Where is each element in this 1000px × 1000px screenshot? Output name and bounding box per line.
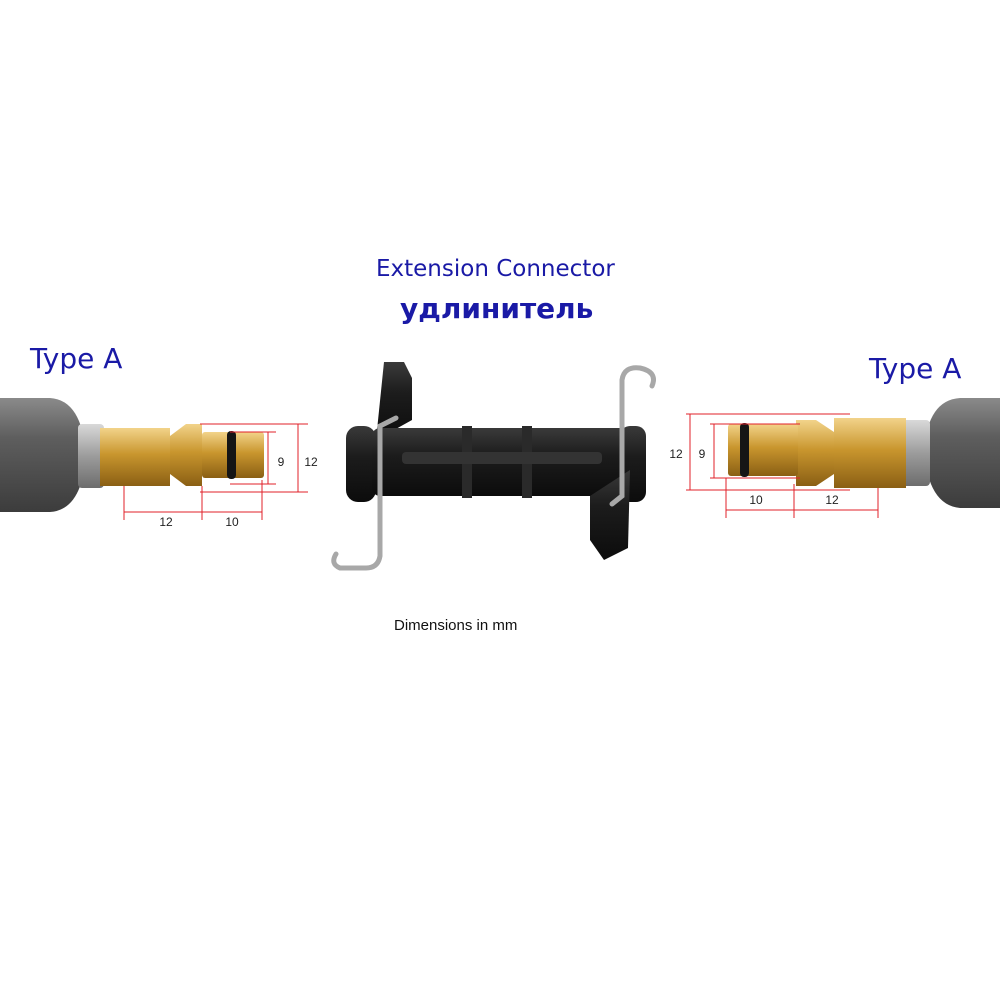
title-extension-connector: Extension Connector bbox=[376, 256, 615, 282]
right-dim-body-label: 12 bbox=[825, 493, 839, 507]
left-dimensions bbox=[123, 423, 308, 520]
extension-connector bbox=[331, 362, 656, 571]
dimensions-footnote: Dimensions in mm bbox=[394, 617, 518, 634]
left-type-label: Type A bbox=[30, 342, 123, 375]
right-brass-hex bbox=[834, 418, 906, 488]
right-wire-clip bbox=[609, 365, 656, 507]
left-hose bbox=[0, 398, 86, 512]
left-wire-clip bbox=[331, 415, 399, 571]
left-dim-9-label: 9 bbox=[278, 455, 285, 469]
connector-slot bbox=[402, 452, 602, 464]
right-dimensions bbox=[686, 413, 879, 518]
left-o-ring bbox=[227, 431, 236, 479]
left-locking-clip bbox=[376, 362, 412, 440]
right-hose-assembly bbox=[728, 398, 1000, 508]
left-brass-neck bbox=[170, 424, 202, 486]
right-crimp-sleeve bbox=[900, 420, 930, 486]
right-o-ring bbox=[740, 423, 749, 477]
left-crimp-sleeve bbox=[78, 424, 104, 488]
right-dim-9-label: 9 bbox=[699, 447, 706, 461]
right-brass-nozzle bbox=[728, 424, 798, 476]
right-brass-neck bbox=[796, 420, 834, 486]
left-dim-12-label: 12 bbox=[304, 455, 318, 469]
right-type-label: Type A bbox=[869, 352, 962, 385]
right-dim-nozzle-label: 10 bbox=[749, 493, 763, 507]
title-russian: удлинитель bbox=[400, 292, 594, 325]
left-dim-nozzle-label: 10 bbox=[225, 515, 239, 529]
left-brass-hex bbox=[100, 428, 170, 486]
right-dim-12-label: 12 bbox=[669, 447, 683, 461]
left-dim-body-label: 12 bbox=[159, 515, 173, 529]
right-hose bbox=[924, 398, 1000, 508]
left-hose-assembly bbox=[0, 398, 264, 512]
connector-left-cap bbox=[346, 426, 376, 502]
